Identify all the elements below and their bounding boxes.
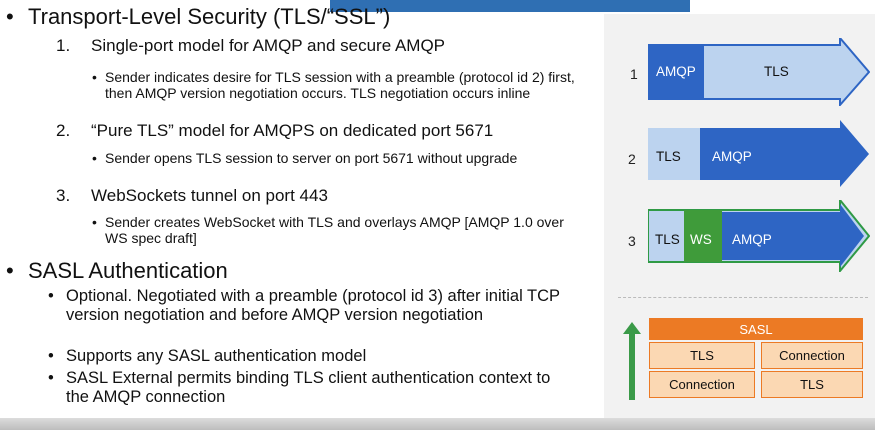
bottom-shadow xyxy=(0,418,875,430)
sasl-heading: SASL Authentication xyxy=(28,258,228,283)
row-1-arrow xyxy=(648,38,870,106)
stack-left-lower: Connection xyxy=(649,371,755,398)
stack-right-lower: TLS xyxy=(761,371,863,398)
bullet-dot: • xyxy=(48,287,54,305)
up-arrow-icon xyxy=(623,322,641,400)
bullet-dot: • xyxy=(92,69,97,85)
bullet-dot: • xyxy=(48,347,54,365)
row-1-outer-label: AMQP xyxy=(656,64,696,79)
row-3-number: 3 xyxy=(628,233,636,249)
row-3-inner-label: AMQP xyxy=(732,232,772,247)
model-2-title: “Pure TLS” model for AMQPS on dedicated … xyxy=(91,121,494,140)
stack-right-upper: Connection xyxy=(761,342,863,369)
bullet-dot: • xyxy=(92,150,97,166)
row-2-arrow xyxy=(648,120,869,187)
row-1-inner-label: TLS xyxy=(764,64,789,79)
row-2-inner-label: AMQP xyxy=(712,149,752,164)
bullet-dot: • xyxy=(6,4,14,29)
stack-left-upper: TLS xyxy=(649,342,755,369)
model-1-number: 1. xyxy=(56,36,71,55)
title-bar-strip xyxy=(330,0,690,12)
model-1-title: Single-port model for AMQP and secure AM… xyxy=(91,36,446,55)
section-divider xyxy=(618,297,868,298)
tls-heading: Transport-Level Security (TLS/“SSL”) xyxy=(28,4,391,29)
row-3-middle-label: WS xyxy=(690,232,712,247)
model-3-detail: Sender creates WebSocket with TLS and ov… xyxy=(105,214,564,246)
bullet-dot: • xyxy=(6,258,14,283)
model-1-detail: Sender indicates desire for TLS session … xyxy=(105,69,575,101)
model-2-number: 2. xyxy=(56,121,71,140)
stack-sasl: SASL xyxy=(649,318,863,340)
row-1-number: 1 xyxy=(630,66,638,82)
sasl-point-1: Optional. Negotiated with a preamble (pr… xyxy=(66,287,560,324)
model-3-number: 3. xyxy=(56,186,71,205)
row-2-number: 2 xyxy=(628,151,636,167)
model-3-title: WebSockets tunnel on port 443 xyxy=(91,186,328,205)
bullet-dot: • xyxy=(48,369,54,387)
sasl-point-3: SASL External permits binding TLS client… xyxy=(66,369,551,406)
row-3-outer-label: TLS xyxy=(655,232,680,247)
slide-text: • Transport-Level Security (TLS/“SSL”) 1… xyxy=(6,4,575,406)
model-2-detail: Sender opens TLS session to server on po… xyxy=(105,150,518,166)
row-2-outer-label: TLS xyxy=(656,149,681,164)
sasl-point-2: Supports any SASL authentication model xyxy=(66,347,367,365)
bullet-dot: • xyxy=(92,214,97,230)
row-3-arrow xyxy=(648,200,870,272)
